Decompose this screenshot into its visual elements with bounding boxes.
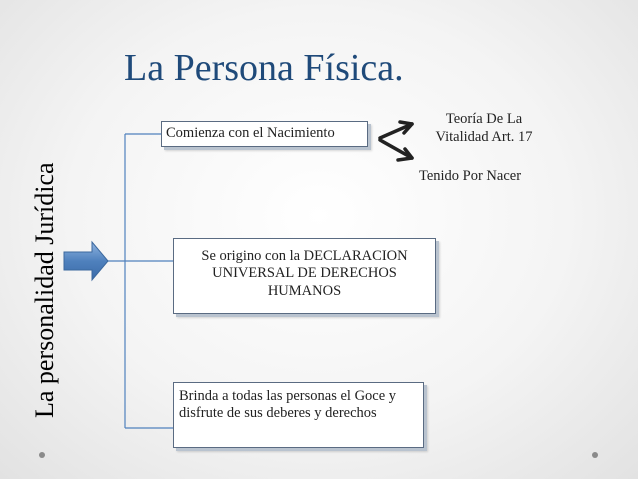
- note-unborn: Tenido Por Nacer: [418, 168, 522, 184]
- box-rights: Brinda a todas las personas el Goce y di…: [173, 382, 424, 448]
- box-declaration: Se origino con la DECLARACION UNIVERSAL …: [173, 238, 436, 314]
- box-birth: Comienza con el Nacimiento: [161, 121, 368, 147]
- slide-dot-left: [39, 452, 45, 458]
- arrow-right-icon: [63, 240, 109, 282]
- note-vitality-theory: Teoría De La Vitalidad Art. 17: [435, 111, 533, 146]
- branch-arrows-icon: [378, 120, 414, 162]
- slide-title: La Persona Física.: [124, 47, 404, 89]
- slide-dot-right: [592, 452, 598, 458]
